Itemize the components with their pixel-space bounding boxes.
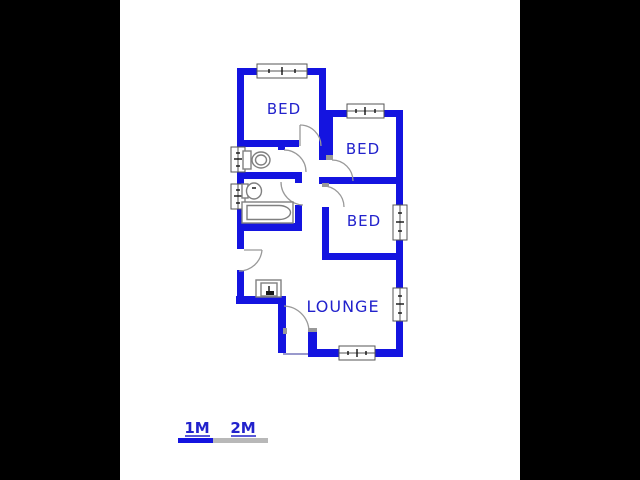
door-bed3 — [322, 185, 345, 208]
frame-front-door-left — [283, 328, 287, 334]
scale-1m-label: 1M — [184, 419, 209, 437]
frame-bed2-door — [326, 155, 333, 160]
bed2-label: BED — [346, 140, 380, 158]
sink-icon — [241, 182, 263, 200]
window-bed2-top-icon — [346, 103, 385, 119]
wall-bed3-left — [322, 207, 329, 253]
wall-left-mid — [237, 270, 244, 297]
wall-entry-left — [278, 296, 286, 353]
wall-front-door-stub — [308, 332, 317, 352]
scale-bar: 1M 2M — [178, 419, 268, 443]
window-lounge-bottom-icon — [338, 345, 376, 361]
scale-segment-0-1m — [178, 438, 213, 443]
room-labels: BED BED BED LOUNGE — [267, 100, 381, 316]
wall-bath-right-upper — [295, 172, 302, 183]
window-lounge-right-icon — [392, 287, 408, 322]
frame-bed3-door — [322, 183, 329, 187]
toilet-icon — [242, 150, 271, 170]
door-bed2 — [331, 159, 354, 182]
wall-bed2-bed3-divider — [319, 177, 403, 184]
scale-segment-1-2m — [213, 438, 268, 443]
wall-bath-bottom — [237, 223, 302, 231]
wall-bath-right-lower — [295, 205, 302, 231]
door-wc — [283, 149, 307, 173]
window-bed1-top-icon — [256, 63, 308, 79]
door-bath — [280, 181, 304, 206]
bed1-label: BED — [267, 100, 301, 118]
window-wc-left-icon — [230, 146, 246, 173]
wall-bed3-bottom — [322, 253, 403, 260]
wall-wc-right-stub — [278, 140, 285, 150]
scale-2m-label: 2M — [230, 419, 255, 437]
doors — [238, 124, 354, 355]
door-frames — [283, 155, 333, 334]
fixtures — [241, 150, 294, 298]
window-bed3-right-icon — [392, 204, 408, 241]
door-side-entrance — [238, 249, 263, 272]
frame-front-door-right — [308, 328, 317, 332]
wall-bed2-left — [326, 117, 333, 160]
wall-kitchen — [236, 296, 286, 304]
wall-wc-bath-divider — [237, 172, 302, 179]
door-bed1 — [299, 124, 322, 147]
door-front-entrance — [283, 305, 310, 355]
lounge-label: LOUNGE — [306, 297, 379, 316]
bathtub-icon — [241, 201, 294, 224]
stove-icon — [255, 279, 282, 298]
bed3-label: BED — [347, 212, 381, 230]
wall-bed1-bottom — [237, 140, 299, 147]
